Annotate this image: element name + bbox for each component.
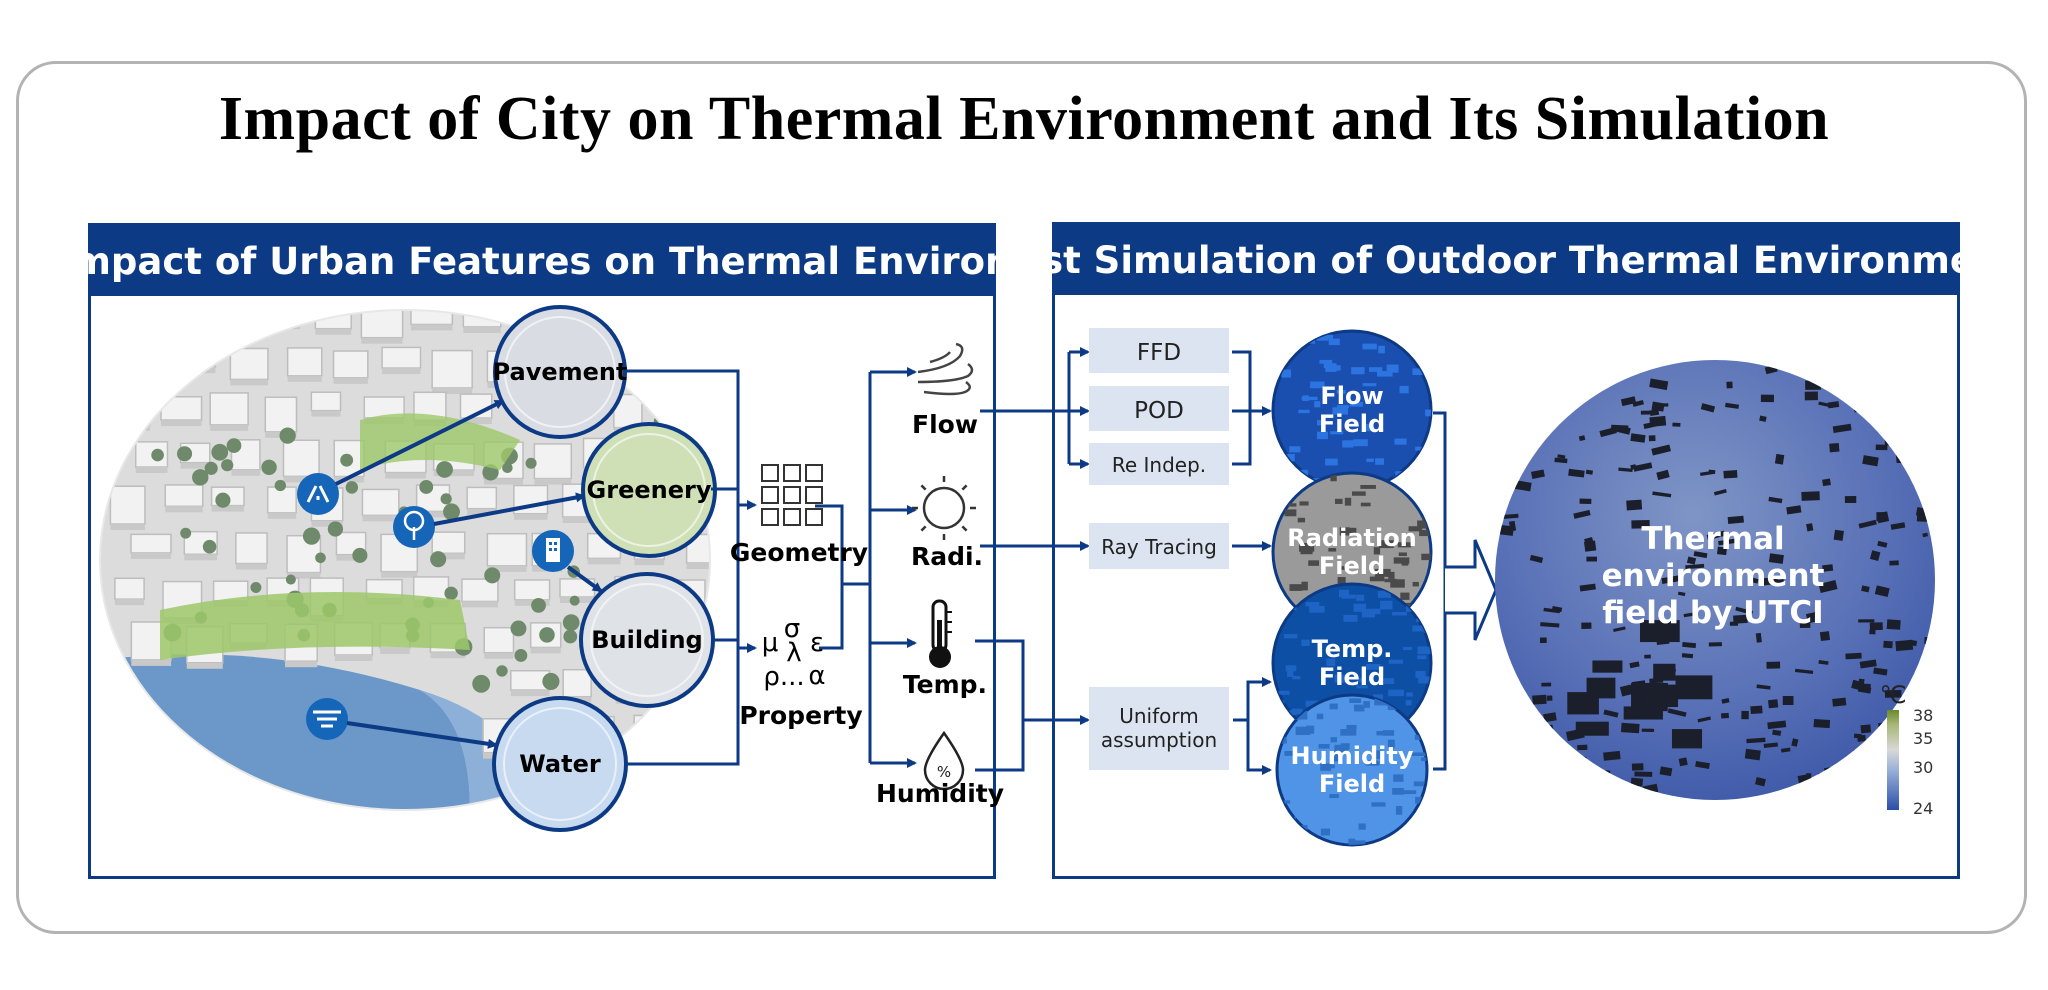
sun-icon bbox=[912, 476, 976, 540]
left-panel-header: Impact of Urban Features on Thermal Envi… bbox=[59, 226, 1025, 296]
svg-text:σ: σ bbox=[784, 614, 800, 644]
feature-label: Water bbox=[519, 750, 601, 778]
thermometer-icon bbox=[929, 599, 952, 668]
svg-text:Field: Field bbox=[1319, 552, 1385, 580]
building-icon bbox=[532, 530, 574, 572]
colorbar-tick: 35 bbox=[1913, 729, 1933, 748]
svg-text:assumption: assumption bbox=[1101, 728, 1217, 752]
svg-text:Ray Tracing: Ray Tracing bbox=[1101, 535, 1217, 559]
svg-text:environment: environment bbox=[1602, 558, 1825, 594]
wind-icon bbox=[917, 342, 974, 396]
right-panel-header: Fast Simulation of Outdoor Thermal Envir… bbox=[993, 225, 2019, 295]
svg-text:ρ...: ρ... bbox=[763, 662, 804, 692]
svg-text:λ: λ bbox=[786, 638, 801, 668]
svg-text:POD: POD bbox=[1134, 398, 1184, 424]
geometry-icon bbox=[761, 464, 823, 526]
svg-text:Uniform: Uniform bbox=[1119, 704, 1199, 728]
colorbar: ℃ 38 35 30 24 bbox=[1880, 681, 1934, 818]
factor-humidity-label: Humidity bbox=[876, 779, 1004, 808]
feature-circle-greenery: Greenery bbox=[581, 422, 717, 558]
method-box-re-indep: Re Indep. bbox=[1089, 443, 1229, 485]
method-box-ray-tracing: Ray Tracing bbox=[1089, 523, 1229, 569]
utci-result-field: Thermal environment field by UTCI bbox=[1495, 360, 1935, 800]
feature-circle-building: Building bbox=[579, 572, 715, 708]
result-arrow bbox=[1445, 539, 1498, 641]
svg-text:α: α bbox=[808, 661, 825, 691]
svg-text:%: % bbox=[937, 763, 951, 781]
property-label: Property bbox=[739, 701, 862, 730]
feature-circle-water: Water bbox=[492, 696, 628, 832]
greenery-area bbox=[160, 592, 470, 660]
colorbar-tick: 24 bbox=[1913, 799, 1933, 818]
road-icon bbox=[297, 473, 339, 515]
tree-icon bbox=[393, 506, 435, 548]
feature-circle-pavement: Pavement bbox=[493, 305, 628, 439]
method-box-uniform-assumption: Uniform assumption bbox=[1089, 687, 1229, 770]
svg-text:Temp.: Temp. bbox=[1312, 635, 1393, 663]
svg-text:FFD: FFD bbox=[1137, 340, 1181, 366]
outer-frame bbox=[16, 61, 2027, 934]
feature-label: Building bbox=[591, 626, 703, 654]
svg-text:ε: ε bbox=[810, 628, 824, 658]
svg-text:field by UTCI: field by UTCI bbox=[1602, 595, 1823, 631]
svg-text:Radiation: Radiation bbox=[1287, 524, 1417, 552]
svg-text:Field: Field bbox=[1319, 770, 1385, 798]
method-box-ffd: FFD bbox=[1089, 328, 1229, 373]
svg-text:Re Indep.: Re Indep. bbox=[1112, 453, 1206, 477]
colorbar-unit: ℃ bbox=[1880, 681, 1907, 709]
geometry-label: Geometry bbox=[730, 538, 868, 567]
main-title: Impact of City on Thermal Environment an… bbox=[218, 85, 1830, 153]
water-icon bbox=[306, 698, 348, 740]
svg-text:μ: μ bbox=[762, 628, 779, 658]
method-box-pod: POD bbox=[1089, 386, 1229, 431]
feature-label: Greenery bbox=[587, 476, 712, 504]
feature-label: Pavement bbox=[493, 358, 628, 386]
factor-flow-label: Flow bbox=[912, 410, 978, 439]
svg-text:Thermal: Thermal bbox=[1641, 521, 1784, 557]
property-symbols: μ σ ε λ ρ... α bbox=[762, 614, 826, 692]
humidity-icon: % bbox=[923, 730, 965, 791]
svg-text:Flow: Flow bbox=[1320, 382, 1383, 410]
factor-temp-label: Temp. bbox=[903, 670, 987, 699]
svg-text:Field: Field bbox=[1319, 410, 1385, 438]
svg-text:Humidity: Humidity bbox=[1291, 742, 1414, 770]
colorbar-tick: 30 bbox=[1913, 758, 1933, 777]
factor-radi-label: Radi. bbox=[911, 542, 983, 571]
svg-text:Field: Field bbox=[1319, 663, 1385, 691]
colorbar-tick: 38 bbox=[1913, 706, 1933, 725]
